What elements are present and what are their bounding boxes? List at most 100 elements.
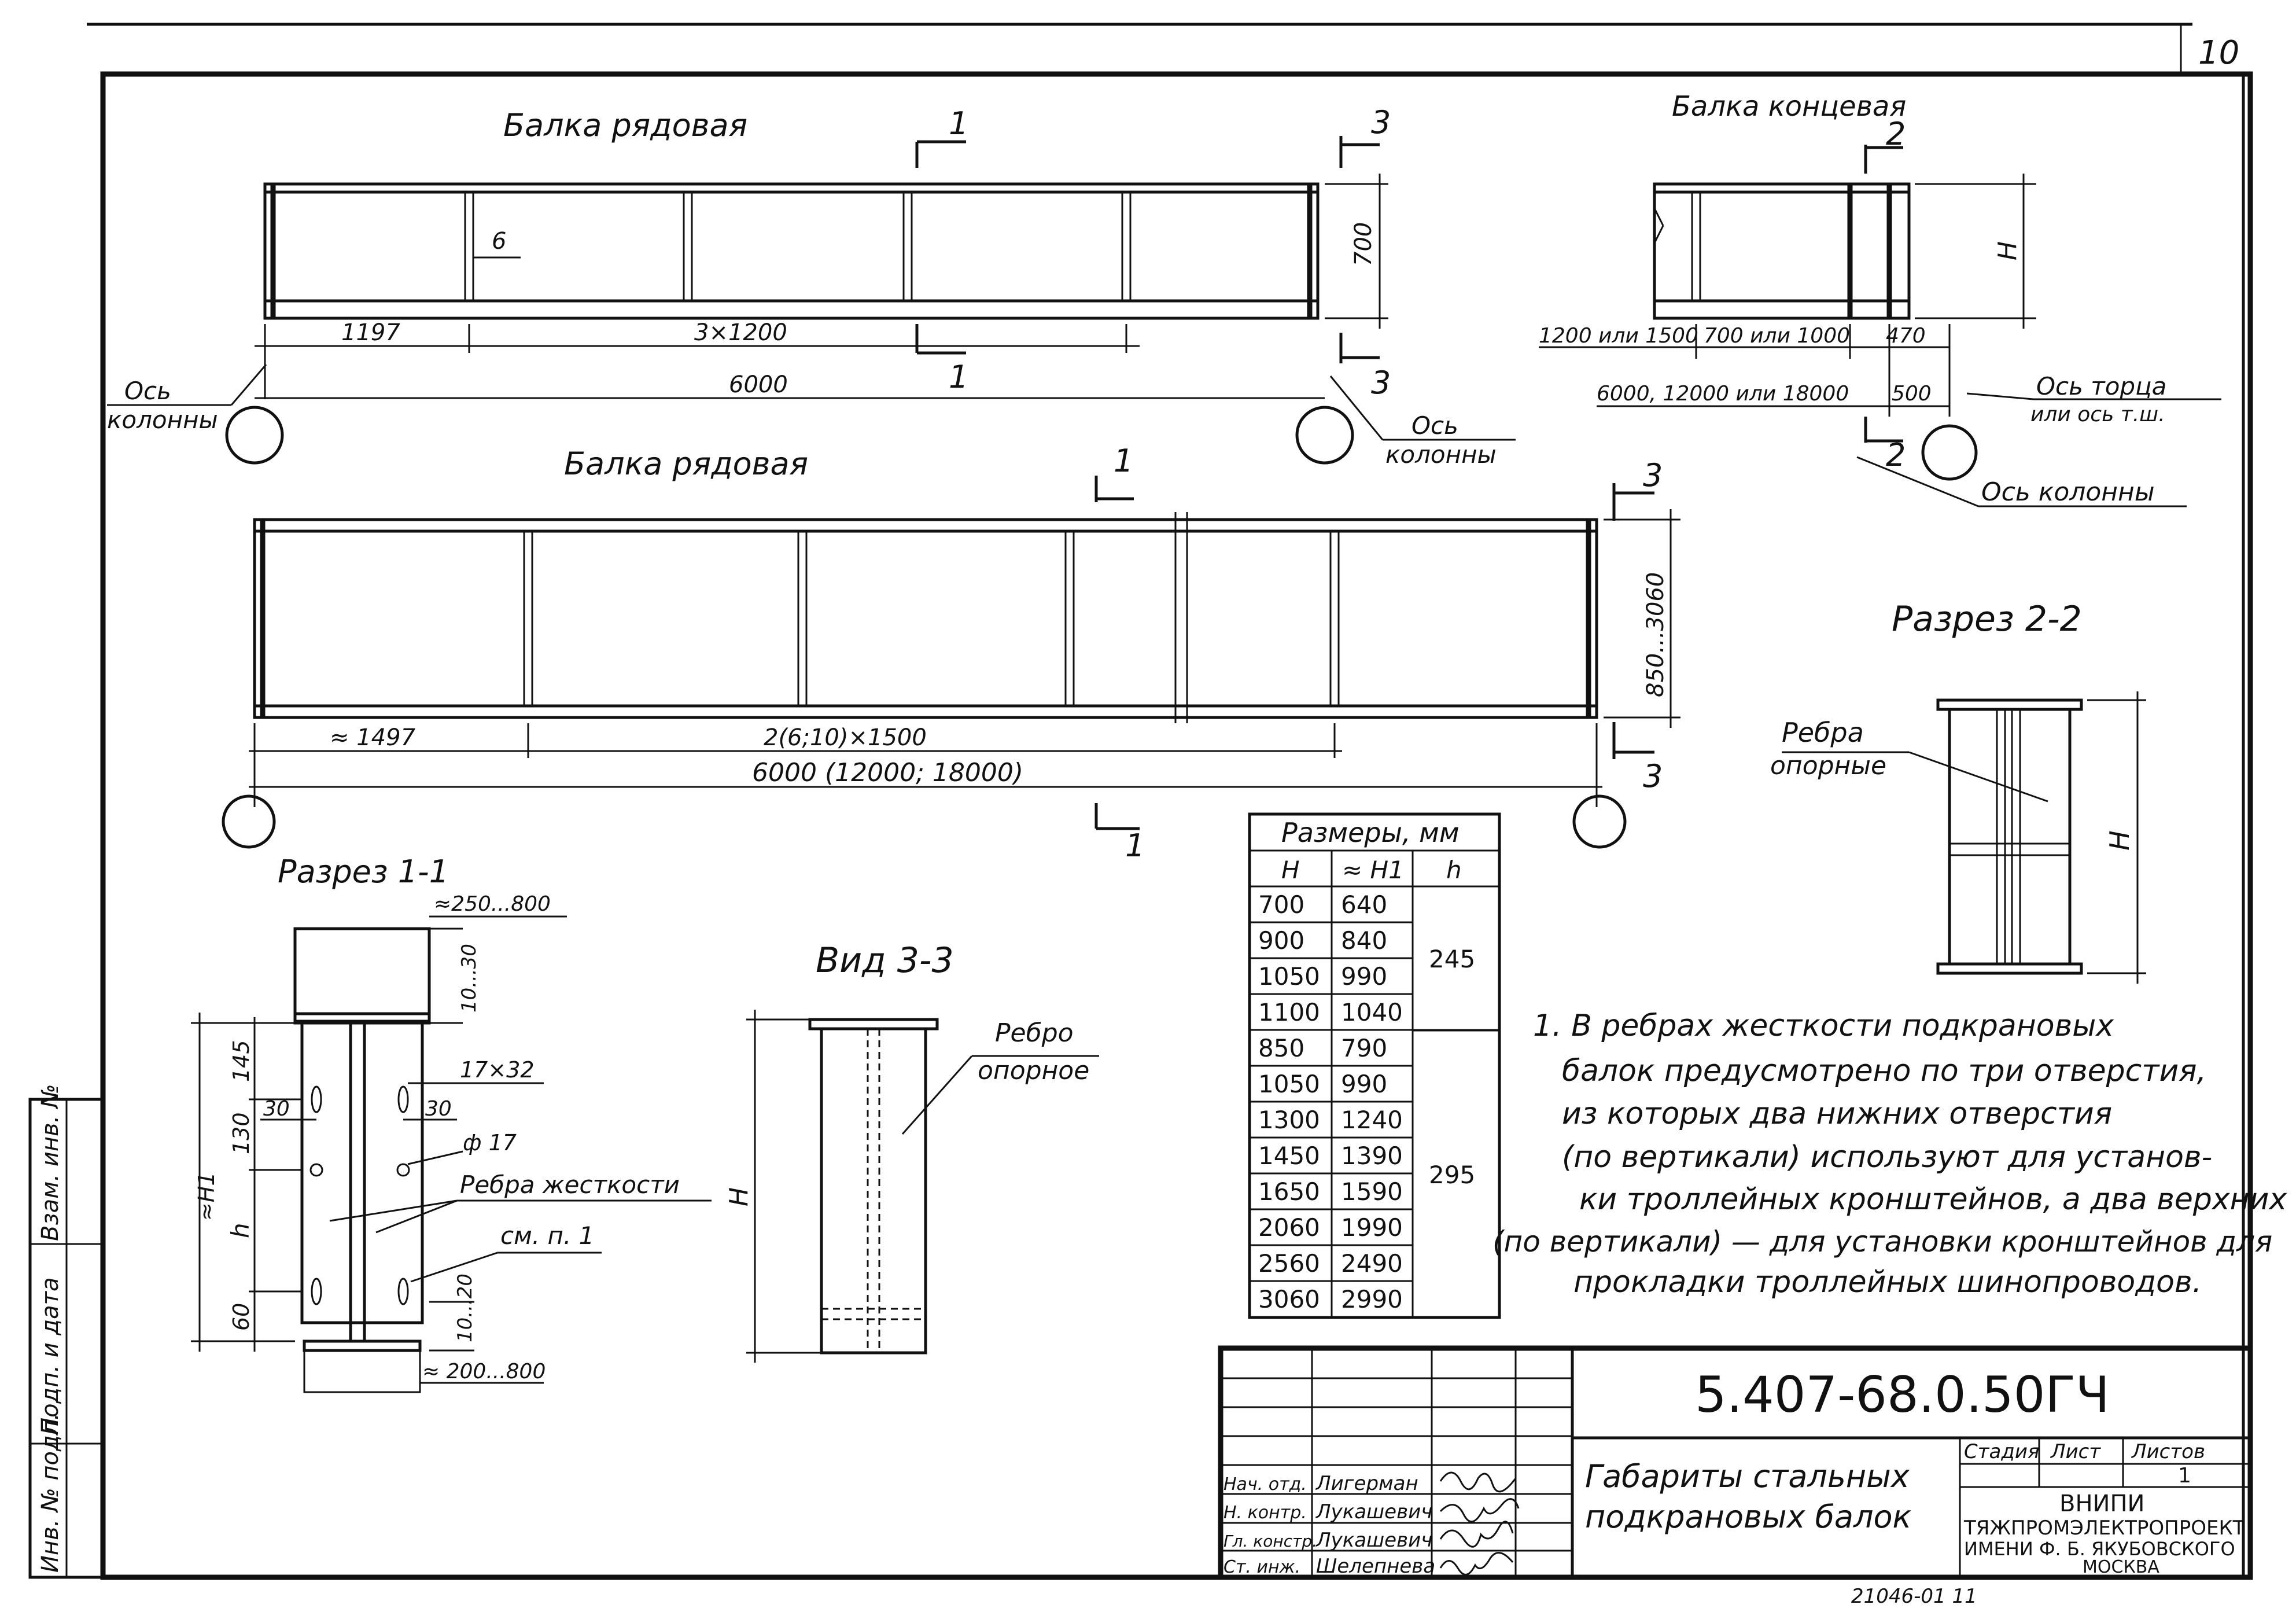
section-1-1-ribs: Ребра жесткости [460, 1171, 680, 1199]
beam-mid-dim-first: ≈ 1497 [330, 724, 416, 751]
table-cell-h: 1650 [1258, 1177, 1320, 1206]
beam-top-dim-height: 700 [1350, 222, 1377, 266]
beam-end-dim-c: 470 [1886, 324, 1926, 348]
title-block-org-2: ТЯЖПРОМЭЛЕКТРОПРОЕКТ [1963, 1517, 2245, 1540]
table-h-value-2: 295 [1429, 1161, 1475, 1189]
table-cell-h: 1050 [1258, 1070, 1320, 1098]
note-line-7: прокладки троллейных шинопроводов. [1573, 1265, 2202, 1300]
table-cell-h: 1100 [1258, 998, 1320, 1026]
signature-4 [1439, 1552, 1514, 1576]
table-cell-h: 3060 [1258, 1285, 1320, 1313]
beam-mid-sec1-bottom: 1 [1125, 827, 1145, 864]
table-cell-h: 1300 [1258, 1106, 1320, 1134]
section-1-1-title: Разрез 1-1 [278, 853, 449, 890]
note-line-1: 1. В ребрах жесткости подкрановых [1533, 1009, 2114, 1043]
table-cell-h: 1050 [1258, 962, 1320, 991]
beam-top-dim-total: 6000 [729, 371, 788, 398]
beam-top-dim-first: 1197 [341, 319, 400, 346]
title-block-org-3: ИМЕНИ Ф. Б. ЯКУБОВСКОГО [1964, 1538, 2235, 1560]
title-block-org-4: МОСКВА [2083, 1557, 2159, 1577]
title-block-sheets-value: 1 [2178, 1464, 2191, 1488]
note-line-4: (по вертикали) используют для установ- [1562, 1140, 2212, 1175]
signer-name: Лукашевич [1315, 1529, 1432, 1552]
beam-end-dim-500: 500 [1892, 382, 1932, 406]
beam-top-sec1-bottom: 1 [949, 359, 968, 395]
beam-end-axis-end-1: Ось торца [2036, 372, 2166, 400]
side-stamp-sign: Подп. и дата [37, 1278, 64, 1435]
table-cell-h: 850 [1258, 1034, 1304, 1062]
beam-end-axis-col: Ось колонны [1981, 477, 2155, 507]
side-stamp-replace: Взам. инв. № [37, 1084, 64, 1241]
beam-mid-dim-height: 850...3060 [1642, 572, 1669, 697]
table-header-hsmall: h [1446, 856, 1462, 884]
table-cell-h1: 1390 [1341, 1142, 1403, 1170]
view-3-3: Вид 3-3 H Ребро опорное [724, 940, 1099, 1363]
section-1-1: Разрез 1-1 ≈250...800 10...30 ≈H1 145 13… [191, 853, 712, 1393]
section-1-1-dim-bottom: ≈ 200...800 [422, 1360, 546, 1383]
section-1-1-dim-h1: ≈H1 [194, 1172, 219, 1221]
table-cell-h1: 2990 [1341, 1285, 1403, 1313]
table-cell-h1: 1240 [1341, 1106, 1403, 1134]
beam-end-title: Балка концевая [1672, 90, 1906, 123]
beam-end-sec2-bottom: 2 [1886, 437, 1906, 473]
beam-top-view: Балка рядовая 6 700 1197 3×1200 6000 1 [107, 104, 1516, 469]
stiffener-ribs [523, 530, 1340, 707]
footer-code: 21046-01 11 [1851, 1585, 1977, 1608]
signer-role: Н. контр. [1223, 1503, 1307, 1523]
beam-end-sec2-top: 2 [1886, 116, 1906, 152]
table-cell-h1: 990 [1341, 962, 1387, 991]
view-3-3-title: Вид 3-3 [816, 940, 954, 981]
beam-end-view: Балка концевая H 2 2 1200 или 1500 700 и… [1539, 90, 2221, 507]
table-cell-h: 1450 [1258, 1142, 1320, 1170]
side-stamp: Взам. инв. № Подп. и дата Инв. № подл. [28, 1084, 105, 1579]
section-1-1-hole: ф 17 [463, 1130, 517, 1155]
beam-top-axis-left-1: Ось [124, 377, 171, 405]
table-cell-h1: 1590 [1341, 1177, 1403, 1206]
table-header-h1: ≈ H1 [1342, 856, 1404, 884]
note-line-2: балок предусмотрено по три отверстия, [1562, 1054, 2206, 1088]
signer-name: Шелепнева [1316, 1555, 1435, 1578]
section-1-1-dim-30a: 30 [263, 1097, 290, 1121]
beam-top-dim-6: 6 [492, 228, 506, 255]
title-block-stage-label: Стадия [1964, 1440, 2039, 1463]
beam-mid-dim-pitch: 2(6;10)×1500 [764, 724, 927, 751]
signer-role: Гл. констр. [1223, 1532, 1317, 1551]
beam-end-dim-h: H [1993, 241, 2022, 260]
beam-top-sec3-bottom: 3 [1371, 365, 1391, 401]
section-2-2-ribs-1: Ребра [1782, 717, 1864, 748]
title-block-org-1: ВНИПИ [2059, 1490, 2144, 1517]
table-cell-h1: 1040 [1341, 998, 1403, 1026]
title-block-title-1: Габариты стальных [1585, 1458, 1910, 1495]
table-cell-h: 700 [1258, 890, 1304, 919]
beam-mid-sec3-top: 3 [1643, 457, 1663, 494]
title-block-title-2: подкрановых балок [1585, 1499, 1912, 1535]
beam-top-title: Балка рядовая [503, 107, 747, 143]
section-2-2-ribs-2: опорные [1770, 751, 1886, 781]
title-block-code: 5.407-68.0.50ГЧ [1695, 1366, 2110, 1424]
note-line-3: из которых два нижних отверстия [1562, 1096, 2112, 1131]
beam-top-sec1-top: 1 [949, 105, 968, 142]
beam-mid-view: Балка рядовая 850...3060 ≈ 1497 2(6;10)×… [222, 443, 1680, 864]
title-block-sheet-label: Лист [2050, 1440, 2101, 1463]
section-2-2: Разрез 2-2 H Ребра опорные [1770, 599, 2146, 984]
table-h-value-1: 245 [1429, 945, 1475, 973]
beam-mid-dim-total: 6000 (12000; 18000) [752, 758, 1023, 787]
section-1-1-see: см. п. 1 [500, 1221, 594, 1250]
sheet-frame [87, 23, 2253, 1580]
beam-end-dim-a: 1200 или 1500 [1539, 324, 1698, 348]
view-3-3-rib-2: опорное [978, 1056, 1089, 1085]
signature-2 [1439, 1498, 1520, 1523]
sheet-number: 10 [2198, 34, 2239, 72]
table-cell-h1: 990 [1341, 1070, 1387, 1098]
table-cell-h1: 790 [1341, 1034, 1387, 1062]
beam-end-axis-end-2: или ось т.ш. [2030, 403, 2165, 426]
table-cell-h1: 2490 [1341, 1249, 1403, 1278]
section-1-1-dim-top: ≈250...800 [434, 892, 551, 916]
title-block: 5.407-68.0.50ГЧ Габариты стальных подкра… [1218, 1345, 2253, 1580]
signer-role: Ст. инж. [1223, 1557, 1300, 1577]
table-cell-h: 900 [1258, 926, 1304, 955]
beam-top-axis-right-1: Ось [1411, 411, 1458, 440]
table-header-h: H [1281, 856, 1300, 884]
